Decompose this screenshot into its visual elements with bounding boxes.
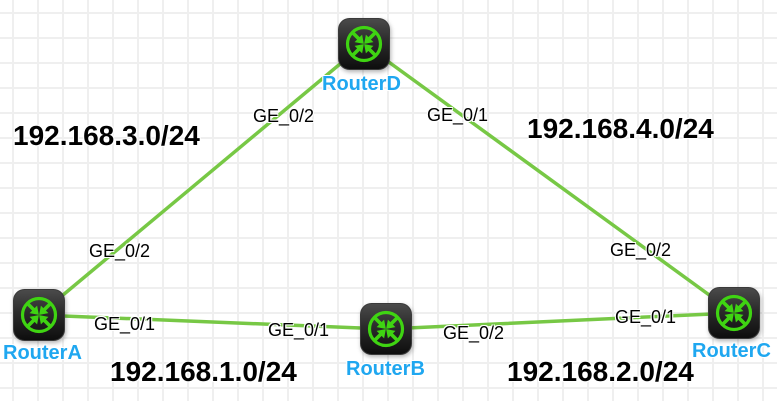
interface-label: GE_0/1 [268, 320, 330, 340]
network-label: 192.168.4.0/24 [527, 113, 714, 144]
device-RouterC[interactable] [708, 287, 760, 339]
interface-label: GE_0/2 [443, 323, 505, 343]
link-RouterD-RouterC[interactable] [362, 42, 736, 315]
link-RouterB-RouterC[interactable] [384, 311, 736, 331]
interface-label: GE_0/2 [89, 241, 151, 261]
device-label-RouterD: RouterD [322, 73, 401, 95]
device-label-RouterC: RouterC [692, 340, 771, 362]
interface-label: GE_0/1 [427, 105, 489, 125]
interface-label: GE_0/2 [610, 240, 672, 260]
link-RouterA-RouterB[interactable] [37, 313, 388, 331]
router-icon [13, 289, 65, 341]
router-icon [338, 18, 390, 70]
router-icon [708, 287, 760, 339]
interface-label: GE_0/1 [94, 314, 156, 334]
device-RouterB[interactable] [360, 303, 412, 355]
network-label: 192.168.3.0/24 [13, 120, 200, 151]
device-RouterD[interactable] [338, 18, 390, 70]
interface-label: GE_0/2 [253, 106, 315, 126]
interface-label: GE_0/1 [615, 307, 677, 327]
network-label: 192.168.2.0/24 [507, 356, 694, 387]
link-RouterA-RouterD[interactable] [37, 42, 366, 317]
network-label: 192.168.1.0/24 [110, 356, 297, 387]
router-icon [360, 303, 412, 355]
device-label-RouterA: RouterA [3, 342, 82, 364]
device-RouterA[interactable] [13, 289, 65, 341]
device-label-RouterB: RouterB [346, 358, 425, 380]
